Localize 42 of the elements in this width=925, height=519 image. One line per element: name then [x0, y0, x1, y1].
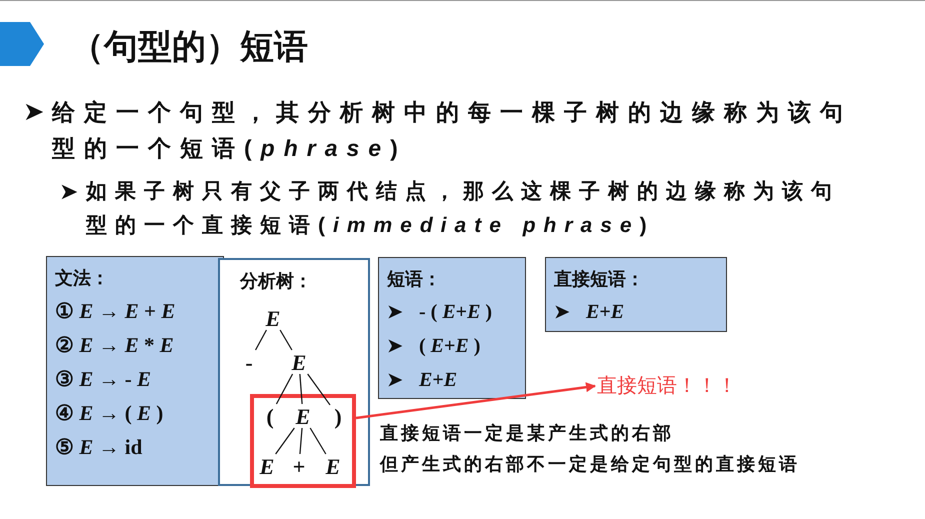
note-sentence: 但产生式的右部不一定是给定句型的直接短语	[380, 453, 800, 476]
rule-text: E+E	[419, 368, 458, 393]
tree-branch	[276, 374, 294, 404]
note-text: 直接短语！！！	[597, 371, 767, 401]
arrow	[356, 382, 596, 420]
rule-text: ④ E → ( E )	[55, 400, 164, 427]
tree-symbol: E	[286, 348, 312, 376]
panel	[46, 256, 224, 486]
highlight-frame	[250, 394, 356, 488]
tree-branch	[275, 428, 295, 454]
tree-symbol: E	[254, 452, 280, 480]
panel-heading: 文法：	[55, 267, 110, 290]
bullet-text: 给定一个句型，其分析树中的每一棵子树的边缘称为该句型的一个短语(phrase)	[52, 98, 853, 163]
tree-branch	[280, 330, 292, 350]
panel	[545, 257, 727, 332]
tree-symbol: (	[260, 402, 280, 430]
rule-text: ① E → E + E	[55, 298, 176, 325]
slide-title: （句型的）短语	[70, 27, 308, 68]
rule-text: ③ E → - E	[55, 366, 152, 393]
rule-text: ⑤ E → id	[55, 434, 142, 461]
rule-text: E+E	[586, 300, 624, 325]
bullet-text: 如果子树只有父子两代结点，那么这棵子树的边缘称为该句型的一个直接短语(immediate phrase)	[86, 178, 841, 239]
tree-symbol: +	[288, 452, 310, 480]
tree-branch	[255, 330, 267, 350]
note-sentence: 直接短语一定是某产生式的右部	[380, 422, 674, 445]
tree-symbol: )	[328, 402, 348, 430]
tree-branch	[299, 428, 303, 454]
rule-text: ② E → E* E	[55, 332, 174, 359]
tree-symbol: E	[260, 304, 286, 332]
tree-symbol: E	[290, 402, 316, 430]
panel-heading: 短语：	[387, 268, 442, 291]
tree-symbol: E	[320, 452, 346, 480]
panel	[378, 257, 526, 399]
rule-text: ( E+E )	[419, 334, 480, 359]
tree-symbol: -	[238, 348, 260, 376]
rule-text: - ( E+E )	[419, 300, 492, 325]
panel	[218, 258, 370, 486]
panel-heading: 直接短语：	[554, 268, 645, 291]
tree-branch	[299, 374, 303, 404]
panel-heading: 分析树：	[240, 270, 313, 293]
tree-branch	[307, 374, 330, 406]
tree-branch	[310, 428, 326, 454]
